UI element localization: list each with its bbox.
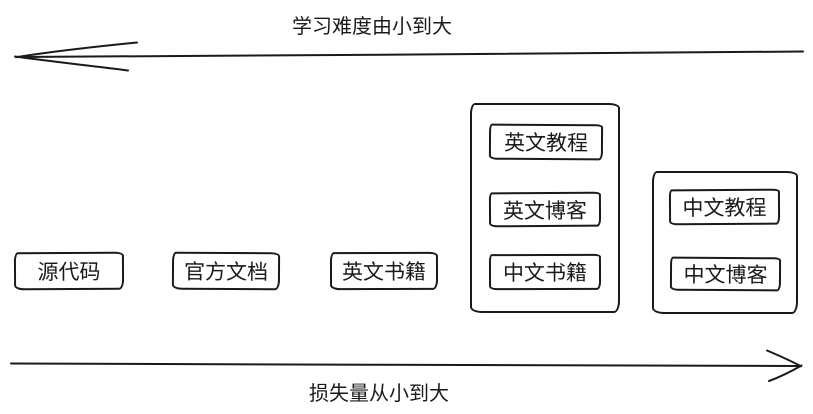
box-english-books: 英文书籍 [329, 251, 439, 291]
group-box-chinese: 中文教程 中文博客 [652, 171, 798, 314]
box-source-code: 源代码 [13, 251, 125, 291]
box-official-docs-label: 官方文档 [183, 260, 269, 285]
group-box-english-chinese: 英文教程 英文博客 中文书籍 [470, 103, 620, 313]
box-chinese-blogs: 中文博客 [669, 256, 782, 292]
box-english-blogs-label: 英文博客 [502, 199, 588, 223]
box-english-blogs: 英文博客 [488, 191, 602, 228]
box-chinese-tutorials-label: 中文教程 [682, 196, 767, 221]
box-chinese-tutorials: 中文教程 [668, 188, 781, 226]
box-english-tutorials-label: 英文教程 [503, 131, 589, 156]
box-chinese-books-label: 中文书籍 [502, 261, 588, 286]
top-axis-label: 学习难度由小到大 [292, 16, 452, 38]
left-arrow [14, 41, 804, 72]
box-official-docs: 官方文档 [171, 251, 281, 291]
bottom-axis-label: 损失量从小到大 [309, 383, 449, 405]
box-chinese-books: 中文书籍 [488, 253, 602, 291]
box-english-tutorials: 英文教程 [488, 123, 604, 161]
box-english-books-label: 英文书籍 [341, 260, 427, 285]
box-chinese-blogs-label: 中文博客 [683, 263, 768, 288]
box-source-code-label: 源代码 [37, 260, 101, 285]
